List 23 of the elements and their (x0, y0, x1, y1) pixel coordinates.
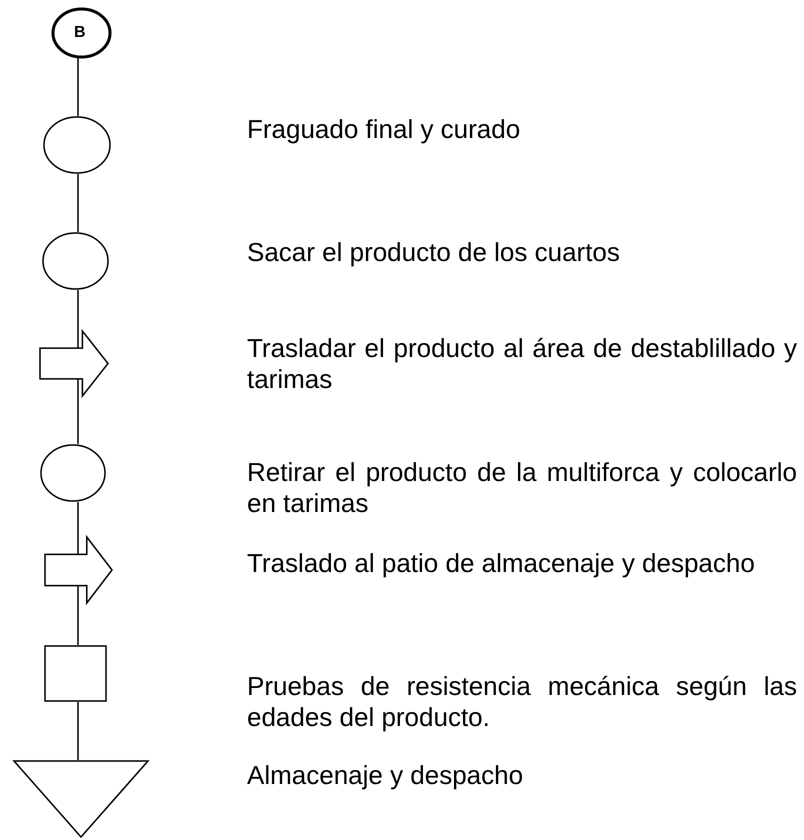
inspection-square (44, 645, 107, 702)
transport-arrow (39, 330, 109, 397)
transport-arrow (44, 536, 113, 604)
flow-line (77, 58, 79, 116)
connector-letter: B (74, 23, 86, 43)
step-description: Pruebas de resistencia mecánica según las edades del producto. (247, 671, 797, 733)
flow-line (77, 290, 79, 348)
operation-circle (42, 232, 109, 290)
step-description: Sacar el producto de los cuartos (247, 237, 621, 268)
step-description: Fraguado final y curado (247, 114, 522, 145)
flow-line (77, 502, 79, 554)
operation-circle (40, 444, 106, 502)
flow-line (77, 702, 79, 760)
step-description: Almacenaje y despacho (247, 760, 524, 791)
step-description: Trasladar el producto al área de destablillado y tarimas (247, 333, 797, 395)
storage-triangle (13, 760, 149, 838)
flow-line (77, 174, 79, 232)
flow-line (77, 586, 79, 645)
operation-circle (43, 116, 111, 174)
flow-line (77, 378, 79, 444)
step-description: Traslado al patio de almacenaje y despacho (247, 548, 756, 579)
connector-circle (52, 8, 111, 58)
step-description: Retirar el producto de la multiforca y colocarlo en tarimas (247, 457, 797, 519)
